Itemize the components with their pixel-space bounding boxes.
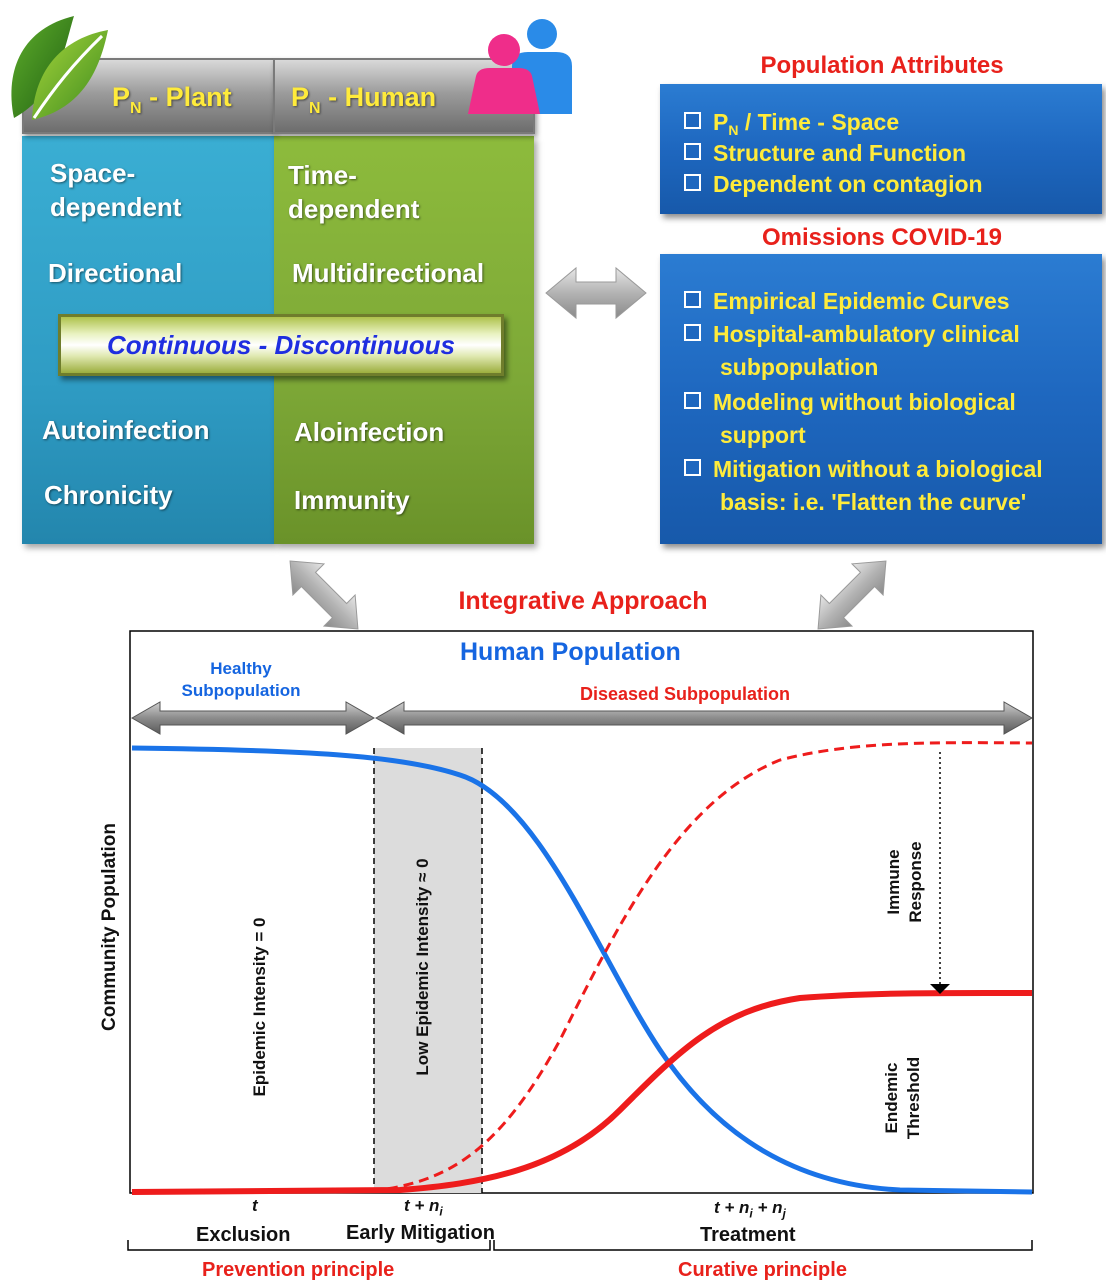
chart-title: Human Population xyxy=(460,638,681,666)
human-header-label: PN - Human xyxy=(291,82,437,117)
healthy-population-curve xyxy=(131,745,1033,1195)
plant-header-label: PN - Plant xyxy=(112,82,232,117)
multidirectional-text: Multidirectional xyxy=(292,258,485,288)
checkbox-icon xyxy=(684,392,701,409)
checkbox-icon xyxy=(684,112,701,129)
continuous-discontinuous-bar: Continuous - Discontinuous xyxy=(58,314,504,376)
actual-diseased-curve xyxy=(131,989,1033,1195)
connector-arrows xyxy=(289,266,887,630)
omission-item-3: Modeling without biological xyxy=(684,386,1016,418)
omission-item-4-cont: basis: i.e. 'Flatten the curve' xyxy=(720,489,1027,515)
time-dependent-text: Time- dependent xyxy=(288,160,420,224)
diagonal-arrow-left-icon xyxy=(289,560,359,630)
people-icon xyxy=(468,19,572,114)
exclusion-label: Exclusion xyxy=(196,1224,291,1246)
checkbox-icon xyxy=(684,324,701,341)
checkbox-icon xyxy=(684,459,701,476)
chronicity-text: Chronicity xyxy=(44,480,173,510)
early-mitigation-label: Early Mitigation xyxy=(346,1222,495,1244)
omissions-title: Omissions COVID-19 xyxy=(761,224,1003,251)
treatment-label: Treatment xyxy=(700,1224,796,1246)
omission-item-2: Hospital-ambulatory clinical xyxy=(684,318,1020,350)
attribute-item-1: PN / Time - Space xyxy=(684,106,899,146)
y-axis-label: Community Population xyxy=(99,823,120,1031)
tick-t: t xyxy=(252,1196,258,1215)
omission-item-1: Empirical Epidemic Curves xyxy=(684,285,1010,317)
immunity-text: Immunity xyxy=(294,485,410,515)
tick-t-ni-nj: t + ni + nj xyxy=(714,1198,786,1221)
epidemic-curve-chart xyxy=(127,630,1034,1251)
tick-t-ni: t + ni xyxy=(404,1196,443,1219)
diseased-label: Diseased Subpopulation xyxy=(580,684,791,704)
checkbox-icon xyxy=(684,174,701,191)
healthy-label: Healthy Subpopulation xyxy=(181,659,301,700)
immune-response-label: Immune Response xyxy=(884,841,925,923)
population-attributes-box: PN / Time - Space Structure and Function… xyxy=(660,84,1102,214)
immune-arrowhead-icon xyxy=(930,984,950,994)
aloinfection-text: Aloinfection xyxy=(294,417,445,447)
healthy-span-arrow xyxy=(130,701,376,735)
low-epidemic-intensity-label: Low Epidemic Intensity ≈ 0 xyxy=(413,858,432,1076)
curative-bracket xyxy=(493,1240,1033,1251)
leaf-icon xyxy=(11,16,108,120)
integrative-approach-title: Integrative Approach xyxy=(458,587,708,615)
autoinfection-text: Autoinfection xyxy=(42,415,210,445)
checkbox-icon xyxy=(684,143,701,160)
checkbox-icon xyxy=(684,291,701,308)
diagonal-arrow-right-icon xyxy=(817,560,887,630)
population-attributes-title: Population Attributes xyxy=(760,52,1004,79)
horizontal-double-arrow-icon xyxy=(545,266,647,320)
low-intensity-band xyxy=(374,748,482,1193)
omission-item-2-cont: subpopulation xyxy=(720,354,879,380)
omission-item-4: Mitigation without a biological xyxy=(684,453,1043,485)
prevention-bracket xyxy=(127,1240,491,1251)
potential-diseased-curve xyxy=(131,741,1033,1194)
space-dependent-text: Space- dependent xyxy=(50,158,182,222)
directional-text: Directional xyxy=(48,258,183,288)
diseased-span-arrow xyxy=(374,701,1034,735)
prevention-principle-label: Prevention principle xyxy=(202,1259,395,1281)
omission-item-3-cont: support xyxy=(720,422,806,448)
continuous-discontinuous-label: Continuous - Discontinuous xyxy=(106,329,456,360)
curative-principle-label: Curative principle xyxy=(678,1259,847,1281)
epidemic-intensity-zero-label: Epidemic Intensity = 0 xyxy=(250,917,269,1097)
attribute-item-3: Dependent on contagion xyxy=(684,168,983,200)
endemic-threshold-label: Endemic Threshold xyxy=(882,1056,923,1140)
omissions-box: Empirical Epidemic Curves Hospital-ambul… xyxy=(660,254,1102,544)
attribute-item-2: Structure and Function xyxy=(684,137,966,169)
